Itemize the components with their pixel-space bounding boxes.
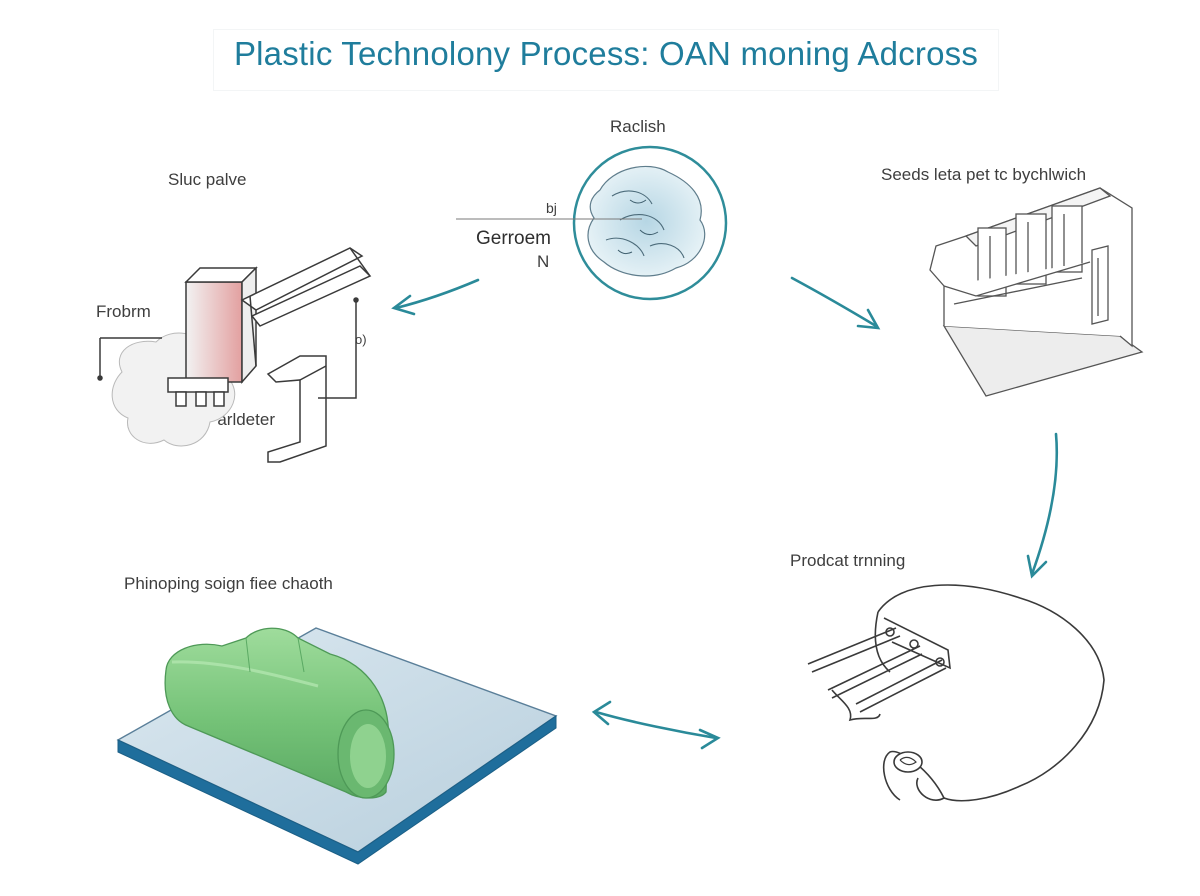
- arrow-center-to-left: [391, 278, 480, 316]
- material-circle: [456, 145, 728, 301]
- label-left-o: o): [355, 332, 367, 347]
- injection-machine: [97, 247, 372, 463]
- arrow-center-to-right: [790, 276, 881, 330]
- label-center-top: Raclish: [610, 117, 666, 136]
- mold-machine: [929, 187, 1144, 397]
- diagram-title: Plastic Technolony Process: OAN moning A…: [214, 30, 998, 90]
- arrow-right-down: [1026, 432, 1059, 579]
- label-left-side: Frobrm: [96, 302, 151, 321]
- label-center-bj: bj: [546, 200, 557, 216]
- label-top-right: Seeds leta pet tc bychlwich: [881, 165, 1087, 184]
- arrow-bidirectional: [591, 700, 721, 750]
- label-center-main: Gerroem: [476, 228, 551, 249]
- product-sketch: [807, 584, 1105, 802]
- label-bottom-right: Prodcat trnning: [790, 551, 906, 570]
- label-center-n: N: [537, 252, 550, 271]
- molded-part: [116, 627, 558, 865]
- label-bottom-left: Phinoping soign fiee chaoth: [124, 574, 333, 593]
- label-top-left: Sluc palve: [168, 170, 247, 189]
